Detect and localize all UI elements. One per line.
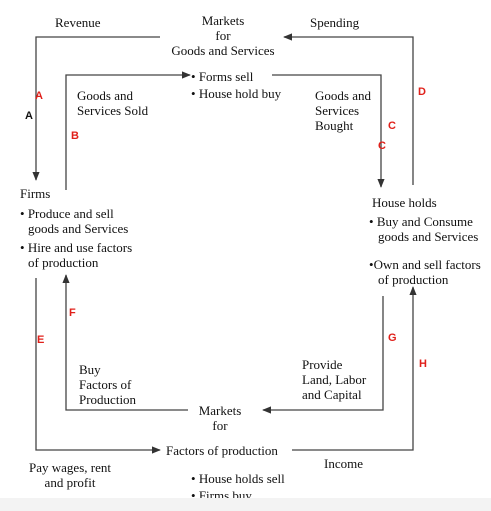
pay-wages-flow-arrow [35,278,161,454]
firms-bullet-hire: • Hire and use factors of production [20,240,133,270]
buy-factors-label: Buy Factors of Production [79,362,137,407]
provide-flow-arrow [262,296,384,414]
households-title: House holds [372,195,437,210]
goods-sold-label: Goods and Services Sold [77,88,149,118]
spending-label: Spending [310,15,360,30]
markets-goods-bullet-buy: • House hold buy [191,86,282,101]
marker-a-black: A [25,110,33,122]
markets-goods-bullet-sell: • Forms sell [191,69,254,84]
income-flow-arrow [292,286,417,451]
markets-factors-bullet-sell: • House holds sell [191,471,285,486]
income-label: Income [324,456,363,471]
provide-label: Provide Land, Labor and Capital [302,357,367,402]
goods-bought-flow-arrow [272,74,385,188]
marker-f: F [69,307,76,319]
revenue-flow-arrow [32,36,160,181]
goods-sold-flow-arrow [65,71,191,190]
markets-factors-subtitle: Factors of production [166,443,278,458]
markets-factors-title: Markets for [198,403,242,433]
spending-flow-arrow [283,33,414,185]
marker-g: G [388,332,397,344]
households-bullet-own: •Own and sell factors of production [369,257,481,287]
markets-goods-title: Markets for Goods and Services [171,13,275,58]
pay-wages-label: Pay wages, rent and profit [29,460,111,490]
marker-h: H [419,358,427,370]
revenue-label: Revenue [55,15,101,30]
firms-bullet-produce: • Produce and sell goods and Services [20,206,129,236]
marker-e: E [37,334,45,346]
buy-factors-flow-arrow [62,274,188,411]
marker-b: B [71,130,79,142]
marker-c-upper: C [388,120,396,132]
marker-c-lower: C [378,140,386,152]
goods-bought-label: Goods and Services Bought [315,88,371,133]
firms-title: Firms [20,186,51,201]
households-bullet-buy: • Buy and Consume goods and Services [369,214,479,244]
bottom-band [0,498,491,511]
marker-d: D [418,86,426,98]
marker-a-red: A [35,90,43,102]
